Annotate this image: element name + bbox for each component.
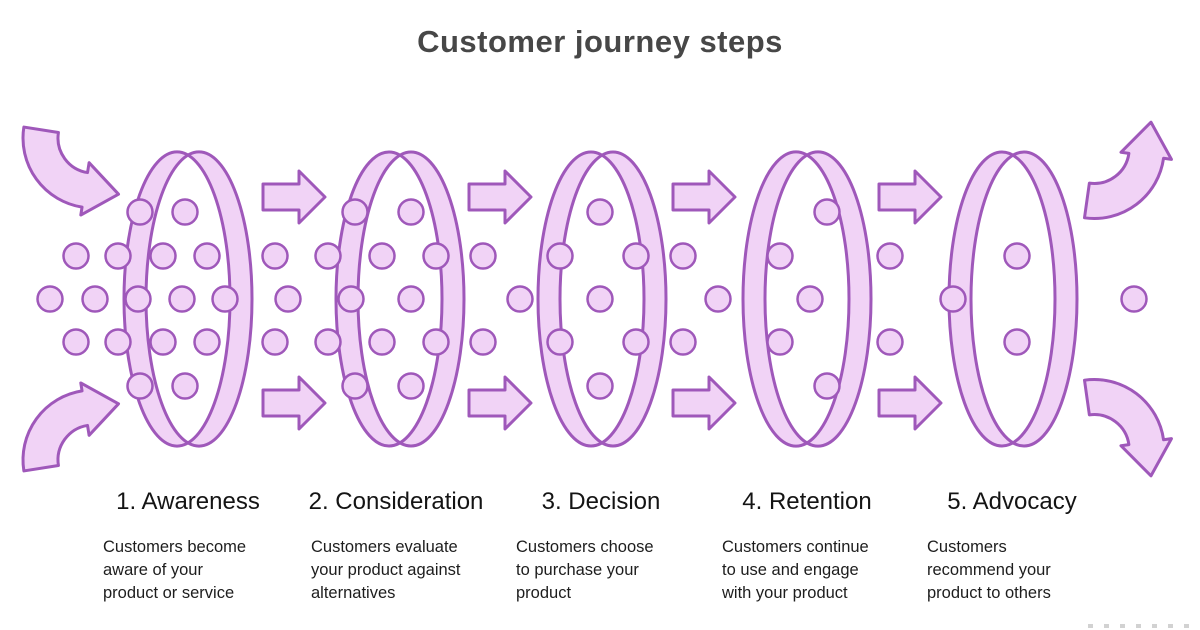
customer-dot: [62, 328, 90, 356]
customer-dot: [104, 242, 132, 270]
customer-dot: [876, 328, 904, 356]
customer-dot: [171, 198, 199, 226]
customer-dot: [939, 285, 967, 313]
customer-dot: [669, 328, 697, 356]
customer-dot: [397, 198, 425, 226]
customer-dot: [126, 372, 154, 400]
flow-arrow-right: [261, 169, 327, 225]
customer-dot: [274, 285, 302, 313]
exit-arrow-top: [1082, 120, 1173, 220]
stage-label-retention: 4. Retention Customers continue to use a…: [712, 488, 902, 605]
customer-dot: [422, 328, 450, 356]
customer-dot: [1003, 328, 1031, 356]
customer-dot: [796, 285, 824, 313]
customer-dot: [813, 372, 841, 400]
entry-arrow-bottom: [21, 381, 121, 473]
watermark-fragment: [1088, 624, 1196, 628]
flow-arrow-right: [671, 169, 737, 225]
customer-dot: [766, 328, 794, 356]
flow-arrow-right: [467, 375, 533, 431]
funnel-rings: [122, 150, 1079, 448]
stage-title: 4. Retention: [742, 488, 872, 515]
customer-dot: [506, 285, 534, 313]
stage-label-decision: 3. Decision Customers choose to purchase…: [506, 488, 696, 605]
flow-arrow-right: [671, 375, 737, 431]
customer-dot: [314, 328, 342, 356]
customer-dot: [81, 285, 109, 313]
customer-dot: [669, 242, 697, 270]
customer-dot: [104, 328, 132, 356]
customer-dot: [211, 285, 239, 313]
stage-description: Customers recommend your product to othe…: [927, 538, 1051, 602]
customer-dot: [1120, 285, 1148, 313]
customer-dot: [368, 242, 396, 270]
customer-dot: [586, 285, 614, 313]
customer-dot: [171, 372, 199, 400]
customer-dot: [261, 242, 289, 270]
funnel-ring: [741, 150, 873, 448]
customer-dot: [766, 242, 794, 270]
stage-description: Customers continue to use and engage wit…: [722, 538, 869, 602]
customer-dot: [337, 285, 365, 313]
customer-dot: [469, 328, 497, 356]
entry-arrow-top: [21, 125, 121, 217]
flow-arrow-right: [877, 375, 943, 431]
stage-title: 5. Advocacy: [947, 488, 1077, 515]
customer-dot: [397, 372, 425, 400]
flow-arrow-right: [261, 375, 327, 431]
stage-title: 3. Decision: [541, 488, 661, 515]
customer-dot: [126, 198, 154, 226]
customer-dot: [622, 242, 650, 270]
flow-arrows: [261, 169, 943, 431]
customer-dot: [546, 242, 574, 270]
customer-dot: [876, 242, 904, 270]
customer-dot: [341, 198, 369, 226]
customer-dot: [261, 328, 289, 356]
funnel-ring: [947, 150, 1079, 448]
customer-dot: [397, 285, 425, 313]
customer-dot: [586, 198, 614, 226]
stage-label-awareness: 1. Awareness Customers become aware of y…: [93, 488, 283, 605]
customer-dot: [546, 328, 574, 356]
flow-arrow-right: [877, 169, 943, 225]
customer-dot: [149, 242, 177, 270]
customer-dot: [314, 242, 342, 270]
stage-description: Customers evaluate your product against …: [311, 538, 461, 602]
customer-dots: [36, 198, 1148, 400]
stage-description: Customers become aware of your product o…: [103, 538, 247, 602]
stage-title: 1. Awareness: [116, 488, 260, 515]
flow-arrow-right: [467, 169, 533, 225]
customer-dot: [622, 328, 650, 356]
funnel-ring: [536, 150, 668, 448]
customer-dot: [62, 242, 90, 270]
customer-dot: [341, 372, 369, 400]
page-title: Customer journey steps: [417, 24, 783, 59]
customer-dot: [193, 242, 221, 270]
customer-dot: [36, 285, 64, 313]
customer-dot: [193, 328, 221, 356]
stage-description: Customers choose to purchase your produc…: [516, 538, 654, 602]
customer-dot: [368, 328, 396, 356]
customer-dot: [168, 285, 196, 313]
customer-dot: [422, 242, 450, 270]
customer-dot: [124, 285, 152, 313]
customer-dot: [149, 328, 177, 356]
customer-dot: [704, 285, 732, 313]
funnel-ring: [334, 150, 466, 448]
customer-dot: [586, 372, 614, 400]
customer-dot: [1003, 242, 1031, 270]
customer-dot: [469, 242, 497, 270]
stage-title: 2. Consideration: [308, 488, 484, 515]
exit-arrow-bottom: [1082, 378, 1173, 478]
customer-dot: [813, 198, 841, 226]
stage-label-consideration: 2. Consideration Customers evaluate your…: [301, 488, 491, 605]
stage-label-advocacy: 5. Advocacy Customers recommend your pro…: [917, 488, 1107, 605]
